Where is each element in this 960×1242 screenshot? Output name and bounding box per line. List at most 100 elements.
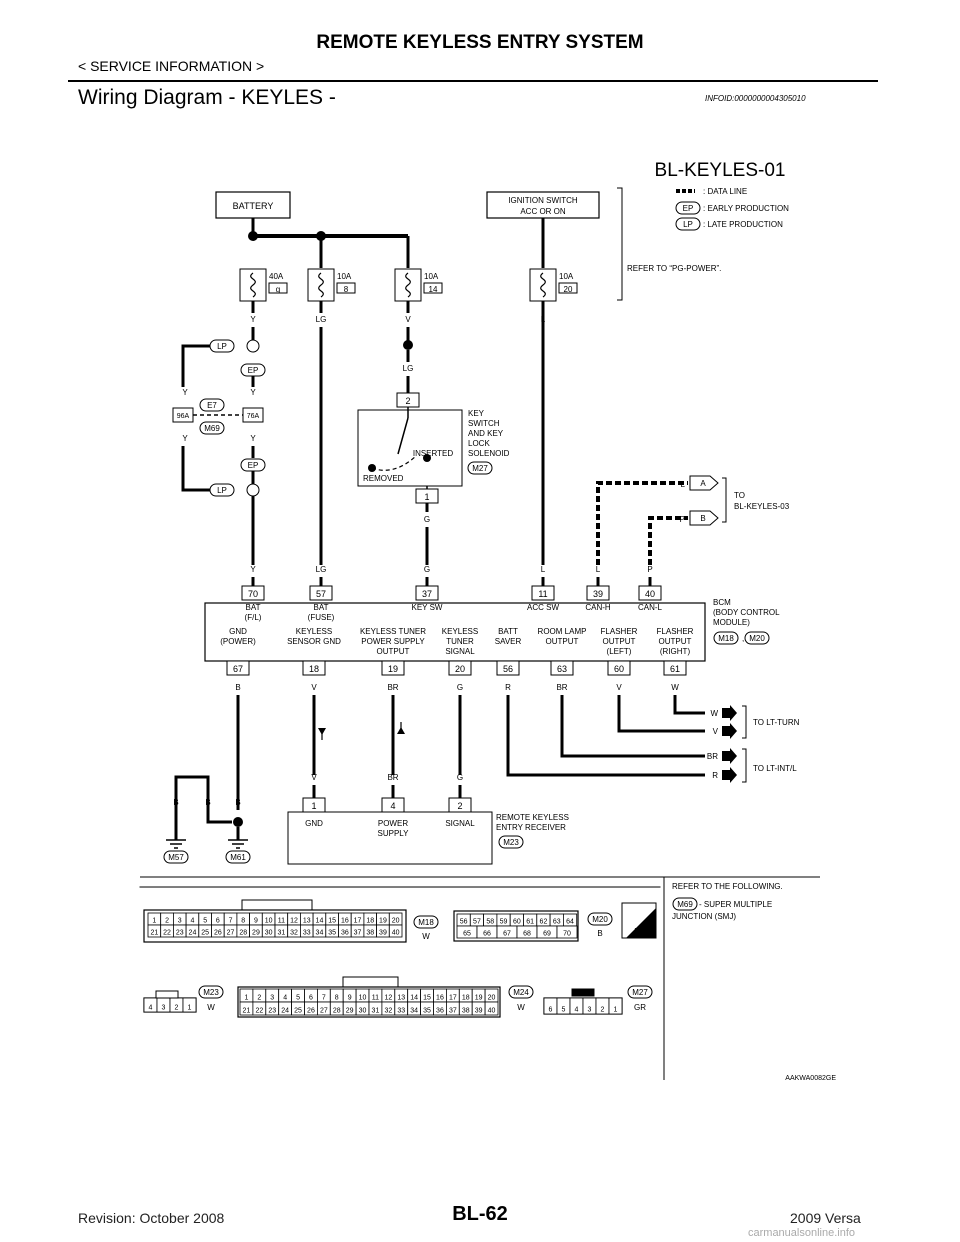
to03-line1: TO	[734, 491, 745, 500]
removed-contact	[368, 464, 376, 472]
bcm-top-l1-1: BAT	[314, 603, 329, 612]
refer-pg-power: REFER TO “PG-POWER”.	[627, 264, 721, 273]
m27-color: GR	[634, 1003, 646, 1012]
to03-line2: BL-KEYLES-03	[734, 502, 790, 511]
m24-pin: 11	[372, 995, 379, 1002]
rcv-pin-0-label: 1	[311, 801, 316, 811]
bcm-bot-l1-6: FLASHER	[601, 627, 638, 636]
m23-pin: 4	[149, 1005, 153, 1012]
bcm-bot-wire-0: B	[235, 683, 240, 692]
m20-r1-pin: 63	[553, 919, 561, 926]
bcm-top-l2-1: (FUSE)	[308, 613, 335, 622]
rcv-l2-1: SUPPLY	[378, 829, 410, 838]
bcm-conn1: M18	[718, 634, 734, 643]
ignition-box	[486, 191, 600, 219]
to-lt-turn: TO LT-TURN	[753, 718, 800, 727]
m24-pin: 4	[283, 995, 287, 1002]
m18-pin: 20	[392, 918, 400, 925]
bcm-bot-wire-2: BR	[387, 683, 398, 692]
m23-latch	[155, 990, 179, 999]
m69: M69	[204, 424, 220, 433]
m20-r2-pin: 67	[503, 931, 511, 938]
legend-lp-text: : LATE PRODUCTION	[703, 220, 783, 229]
key-label-2: AND KEY	[468, 429, 504, 438]
bcm-bot-l1-1: KEYLESS	[296, 627, 332, 636]
ep-bottom: EP	[248, 461, 259, 470]
key-pin-top-label: 2	[405, 396, 410, 406]
bcm-top-pin-0-label: 70	[248, 589, 258, 599]
footer-revision: Revision: October 2008	[78, 1210, 225, 1226]
inserted-contact	[423, 454, 431, 462]
key-connector: M27	[472, 464, 488, 473]
m24-pin: 27	[320, 1008, 328, 1015]
intl-br-arrow-icon	[722, 748, 737, 764]
m20-r1-pin: 56	[460, 919, 468, 926]
m24-pin: 6	[309, 995, 313, 1002]
m24-pin: 38	[462, 1008, 470, 1015]
m27-latch	[571, 988, 595, 997]
m20-r1-pin: 60	[513, 919, 521, 926]
connector-a-icon	[689, 475, 719, 491]
bcm-bot-l2-6: OUTPUT	[603, 637, 636, 646]
m24-pin: 18	[462, 995, 470, 1002]
footer-model: 2009 Versa	[790, 1210, 861, 1226]
m24-pin: 9	[348, 995, 352, 1002]
rcv-wire-g: G	[457, 773, 463, 782]
m18-pin: 30	[265, 930, 273, 937]
ground-wire-b1: B	[173, 798, 178, 807]
ignition-line1: IGNITION SWITCH	[508, 196, 578, 205]
bcm-conn2: M20	[749, 634, 765, 643]
bcm-bot-l2-2: POWER SUPPLY	[361, 637, 425, 646]
m69-note: M69	[677, 900, 693, 909]
m24-pin: 30	[359, 1008, 367, 1015]
bcm-bot-l2-5: OUTPUT	[546, 637, 579, 646]
ground-wire-b3: B	[235, 798, 240, 807]
m24-pin: 5	[296, 995, 300, 1002]
rcv-l1-1: POWER	[378, 819, 408, 828]
fuse-wire-0: Y	[250, 315, 256, 324]
fuse-amp-2: 10A	[424, 272, 439, 281]
bcm-bot-pin-3	[448, 660, 472, 676]
fuse-3-body	[529, 268, 557, 302]
m27-pin: 4	[575, 1007, 579, 1014]
lp-top: LP	[217, 342, 227, 351]
m27-id: M27	[632, 988, 648, 997]
bcm-top-pin-1-label: 57	[316, 589, 326, 599]
m24-pin: 31	[372, 1008, 380, 1015]
m24-pin: 34	[410, 1008, 418, 1015]
m20-r2-cell	[556, 925, 578, 939]
m23-color: W	[207, 1003, 215, 1012]
intl-r-arrow-icon	[722, 767, 737, 783]
bcm-bot-l1-0: GND	[229, 627, 247, 636]
fuse-id-box-1	[336, 282, 356, 294]
m20-id-tag	[587, 912, 613, 926]
fuse-amp-0: 40A	[269, 272, 284, 281]
m24-pin: 16	[436, 995, 444, 1002]
m18-id-tag	[413, 915, 439, 929]
bcm-bot-pin-6	[607, 660, 631, 676]
m18-pin: 24	[189, 930, 197, 937]
m18-pin: 26	[214, 930, 222, 937]
bcm-top-pin-3-label: 11	[538, 589, 547, 599]
m24-pin: 26	[307, 1008, 315, 1015]
rcv-wire-br: BR	[387, 773, 398, 782]
m27-cell	[608, 997, 623, 1015]
m24-pin: 24	[281, 1008, 289, 1015]
m24-pin: 35	[423, 1008, 431, 1015]
key-pin-bottom-label: 1	[424, 492, 429, 502]
m18-pin: 37	[354, 930, 362, 937]
to03-bracket	[722, 477, 727, 523]
lp-branch-bottom	[181, 446, 210, 492]
bcm-top-wire-5: P	[647, 565, 652, 574]
fuse-id-3: 20	[564, 285, 573, 294]
bcm-bot-pin-2-label: 19	[388, 664, 398, 674]
bcm-bot-pin-2	[381, 660, 405, 676]
m18-pin: 7	[229, 918, 233, 925]
m69-note-tag	[672, 897, 698, 911]
receiver-box	[287, 811, 493, 865]
m24-pin: 32	[384, 1008, 392, 1015]
fuse-2-element	[405, 272, 411, 298]
diagram-code: BL-KEYLES-01	[655, 160, 786, 181]
bcm-bot-pin-5-label: 63	[557, 664, 567, 674]
m24-pin: 1	[244, 995, 248, 1002]
